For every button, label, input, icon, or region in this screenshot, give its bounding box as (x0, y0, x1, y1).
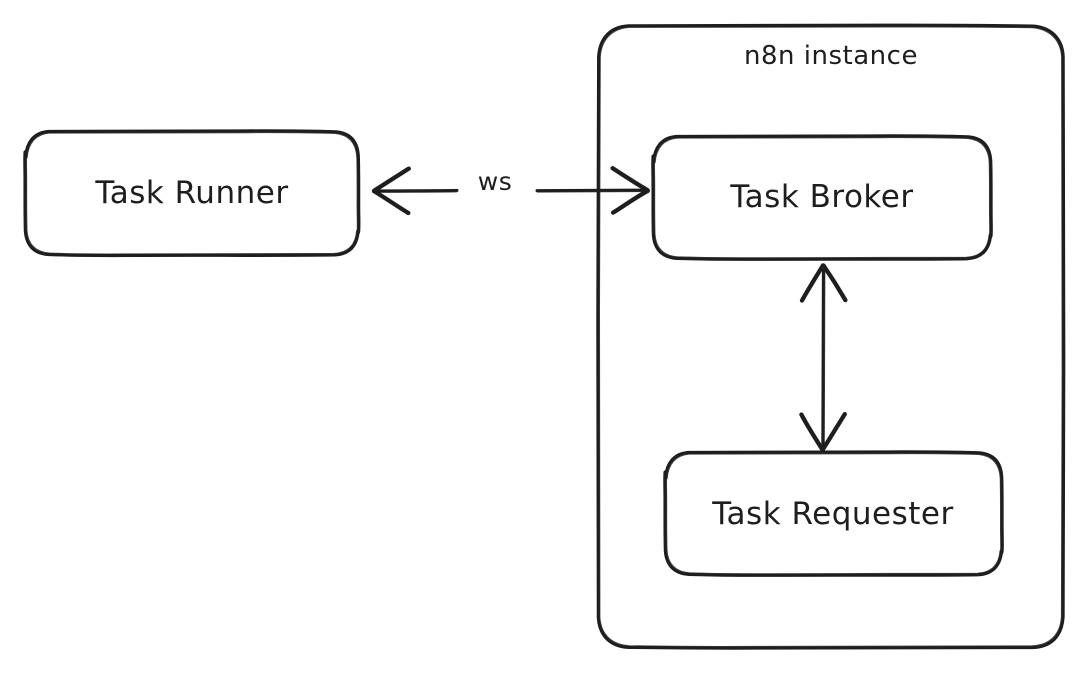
connection-ws-label: ws (477, 166, 513, 196)
task-runner-shape[interactable] (23, 129, 361, 258)
connection-broker-requester-arrow[interactable] (799, 263, 848, 452)
task-requester-shape[interactable] (663, 450, 1004, 577)
n8n-instance-container-shape[interactable] (596, 23, 1066, 650)
n8n-instance-label: n8n instance (744, 41, 918, 71)
task-broker-shape[interactable] (651, 134, 993, 261)
task-runner-label: Task Runner (95, 175, 289, 211)
task-broker-label: Task Broker (730, 179, 914, 215)
connection-runner-broker-arrow[interactable] (371, 166, 650, 216)
task-requester-label: Task Requester (712, 495, 954, 532)
